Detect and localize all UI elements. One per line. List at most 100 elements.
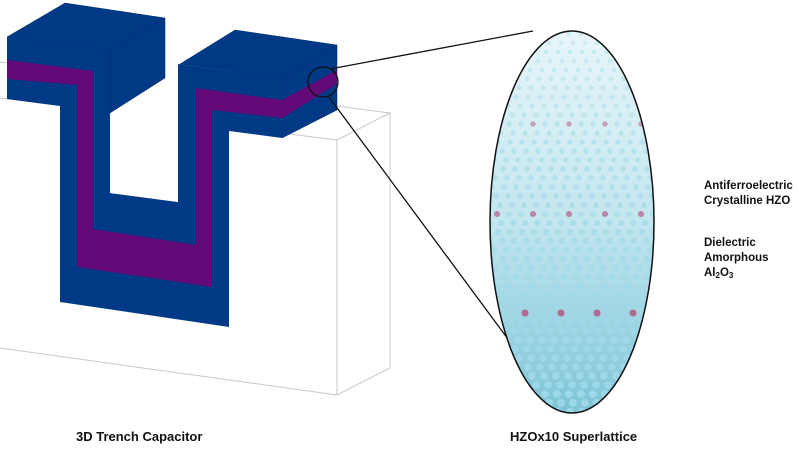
atom (522, 40, 528, 46)
atom (491, 67, 497, 73)
atom (540, 372, 548, 380)
atom (563, 67, 569, 73)
atom (492, 282, 500, 290)
atom (569, 219, 577, 227)
atom (622, 246, 630, 254)
atom (558, 130, 564, 136)
atom (539, 264, 547, 272)
atom (585, 94, 591, 100)
atom (490, 219, 493, 227)
atom (561, 184, 567, 190)
atom (632, 76, 638, 82)
atom (606, 130, 612, 136)
atom (650, 121, 654, 127)
atom (497, 112, 503, 118)
atom (577, 103, 583, 109)
atom (603, 139, 609, 145)
atom (559, 58, 565, 64)
atom (607, 148, 613, 154)
atom (585, 184, 591, 190)
atom (540, 175, 546, 181)
atom (490, 399, 493, 407)
atom (599, 157, 605, 163)
atom (630, 237, 638, 245)
atom (624, 282, 632, 290)
atom (587, 67, 593, 73)
hzo-label-line1: Antiferroelectric (704, 180, 793, 192)
atom (528, 282, 536, 290)
atom (580, 291, 588, 299)
atom (592, 291, 600, 299)
atom (518, 228, 526, 236)
atom (638, 228, 646, 236)
zoom-callout (307, 30, 534, 359)
atom (575, 157, 581, 163)
atom (649, 210, 654, 218)
atom (606, 327, 614, 335)
atom (534, 40, 540, 46)
atom (512, 166, 518, 172)
atom (557, 399, 565, 407)
atom (537, 184, 543, 190)
atom (493, 103, 499, 109)
atom (588, 175, 594, 181)
atom (581, 219, 589, 227)
atom (560, 166, 566, 172)
atom (504, 282, 512, 290)
atom (562, 336, 570, 344)
atom (508, 381, 516, 389)
atom (624, 175, 630, 181)
atom (630, 327, 638, 335)
atom (596, 363, 604, 371)
atom (493, 193, 499, 199)
atom (602, 121, 608, 127)
atom (536, 363, 544, 371)
atom (506, 408, 514, 413)
atom (648, 85, 654, 91)
atom (623, 67, 629, 73)
atom (614, 121, 620, 127)
atom (529, 103, 535, 109)
atom (517, 103, 523, 109)
atom (571, 255, 579, 263)
atom (551, 67, 557, 73)
atom (626, 228, 634, 236)
atom (590, 31, 596, 37)
atom (617, 309, 625, 317)
atom (600, 85, 606, 91)
atom (523, 255, 531, 263)
atom (592, 201, 600, 209)
atom (557, 219, 565, 227)
atom (524, 273, 532, 281)
atom (525, 184, 531, 190)
atom (511, 255, 519, 263)
atom (495, 49, 501, 55)
atom (532, 381, 540, 389)
atom (583, 58, 589, 64)
atom (498, 40, 504, 46)
atom (595, 58, 601, 64)
atom (640, 381, 648, 389)
atom (635, 157, 641, 163)
atom (605, 309, 613, 317)
atom (598, 336, 606, 344)
atom (553, 300, 561, 308)
atom (589, 193, 595, 199)
atom (572, 273, 580, 281)
atom (540, 85, 546, 91)
atom (621, 94, 627, 100)
atom (535, 58, 541, 64)
atom (613, 193, 619, 199)
atom (642, 237, 650, 245)
atom (628, 381, 636, 389)
atom (542, 31, 548, 37)
atom (546, 130, 552, 136)
atom (553, 390, 561, 398)
atom (514, 336, 522, 344)
atom (630, 40, 636, 46)
atom (523, 345, 531, 353)
atom (614, 31, 620, 37)
atom (546, 327, 554, 335)
atom (507, 49, 513, 55)
